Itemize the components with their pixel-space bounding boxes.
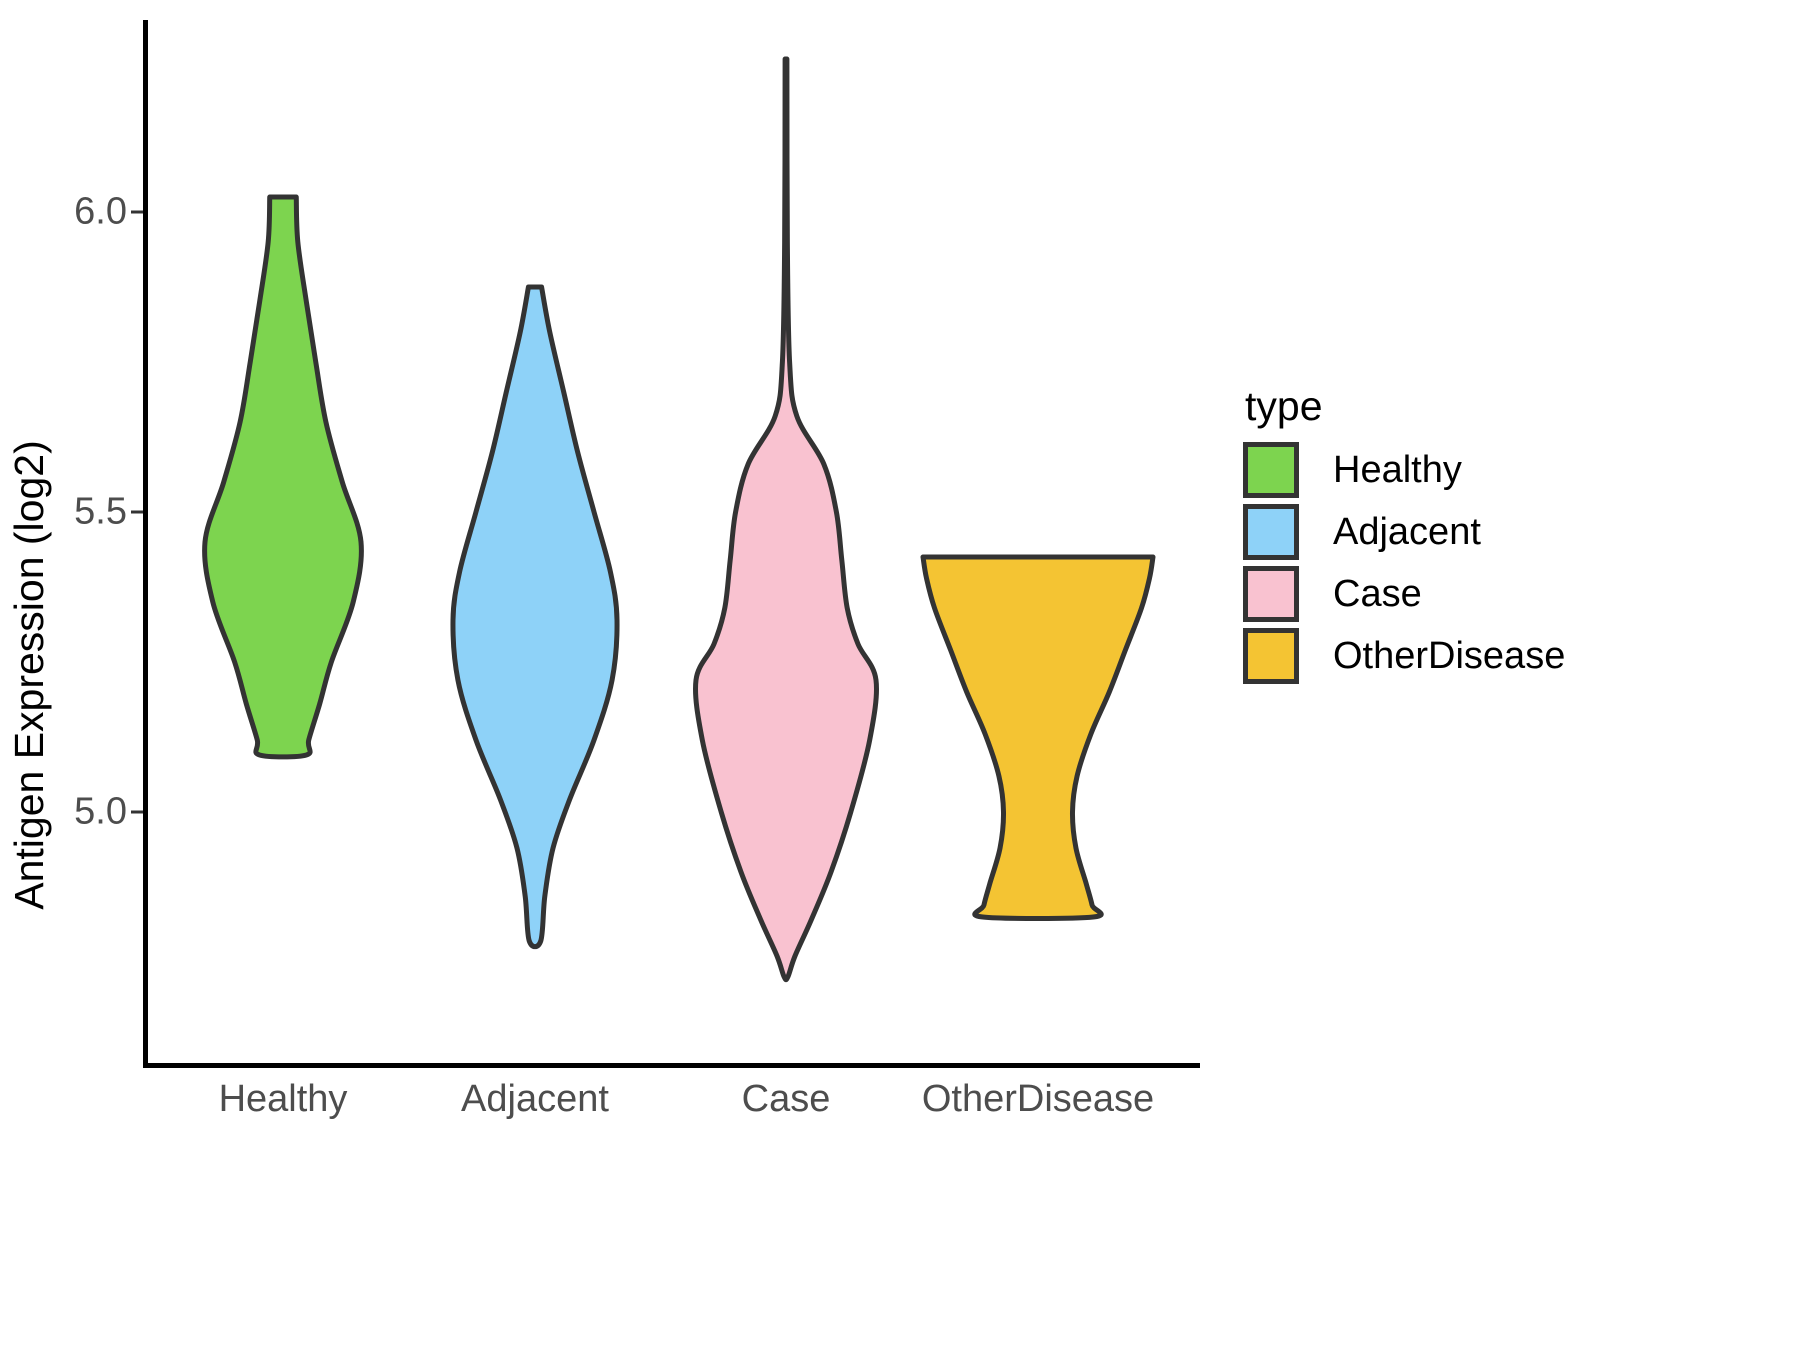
x-tick-label-adjacent: Adjacent [461,1078,609,1120]
legend-title: type [1245,383,1323,429]
violin-adjacent [450,284,620,950]
x-axis-line [143,1063,1200,1068]
legend-swatch-adjacent [1243,504,1299,560]
violin-case [693,56,879,983]
legend-label-case: Case [1333,572,1422,615]
legend-swatch-healthy [1243,442,1299,498]
legend-item-adjacent[interactable]: Adjacent [1243,501,1663,563]
legend-label-adjacent: Adjacent [1333,510,1481,553]
y-axis-line [143,20,148,1066]
y-tick-label-6.0: 6.0 [74,190,127,233]
y-axis-tick-marks [131,0,145,1350]
y-tick-label-5.0: 5.0 [74,790,127,833]
y-axis-title: Antigen Expression (log2) [5,440,52,910]
violin-shapes-group [202,56,1156,983]
x-tick-label-otherdisease: OtherDisease [921,1078,1155,1120]
violin-healthy [202,194,364,760]
y-tick-mark [131,510,145,514]
legend-item-otherdisease[interactable]: OtherDisease [1243,625,1663,687]
violin-otherdisease [920,554,1156,921]
x-tick-label-healthy: Healthy [218,1078,348,1120]
legend-swatch-otherdisease [1243,628,1299,684]
legend-swatch-case [1243,566,1299,622]
y-tick-label-5.5: 5.5 [74,490,127,533]
y-tick-mark [131,210,145,214]
y-tick-mark [131,810,145,814]
x-tick-label-case: Case [741,1078,831,1120]
legend-label-otherdisease: OtherDisease [1333,634,1566,677]
plot-panel [148,20,1200,1066]
legend-label-healthy: Healthy [1333,448,1462,491]
legend-item-case[interactable]: Case [1243,563,1663,625]
y-axis-tick-labels: 5.0 5.5 6.0 [55,0,127,1350]
legend-item-healthy[interactable]: Healthy [1243,439,1663,501]
